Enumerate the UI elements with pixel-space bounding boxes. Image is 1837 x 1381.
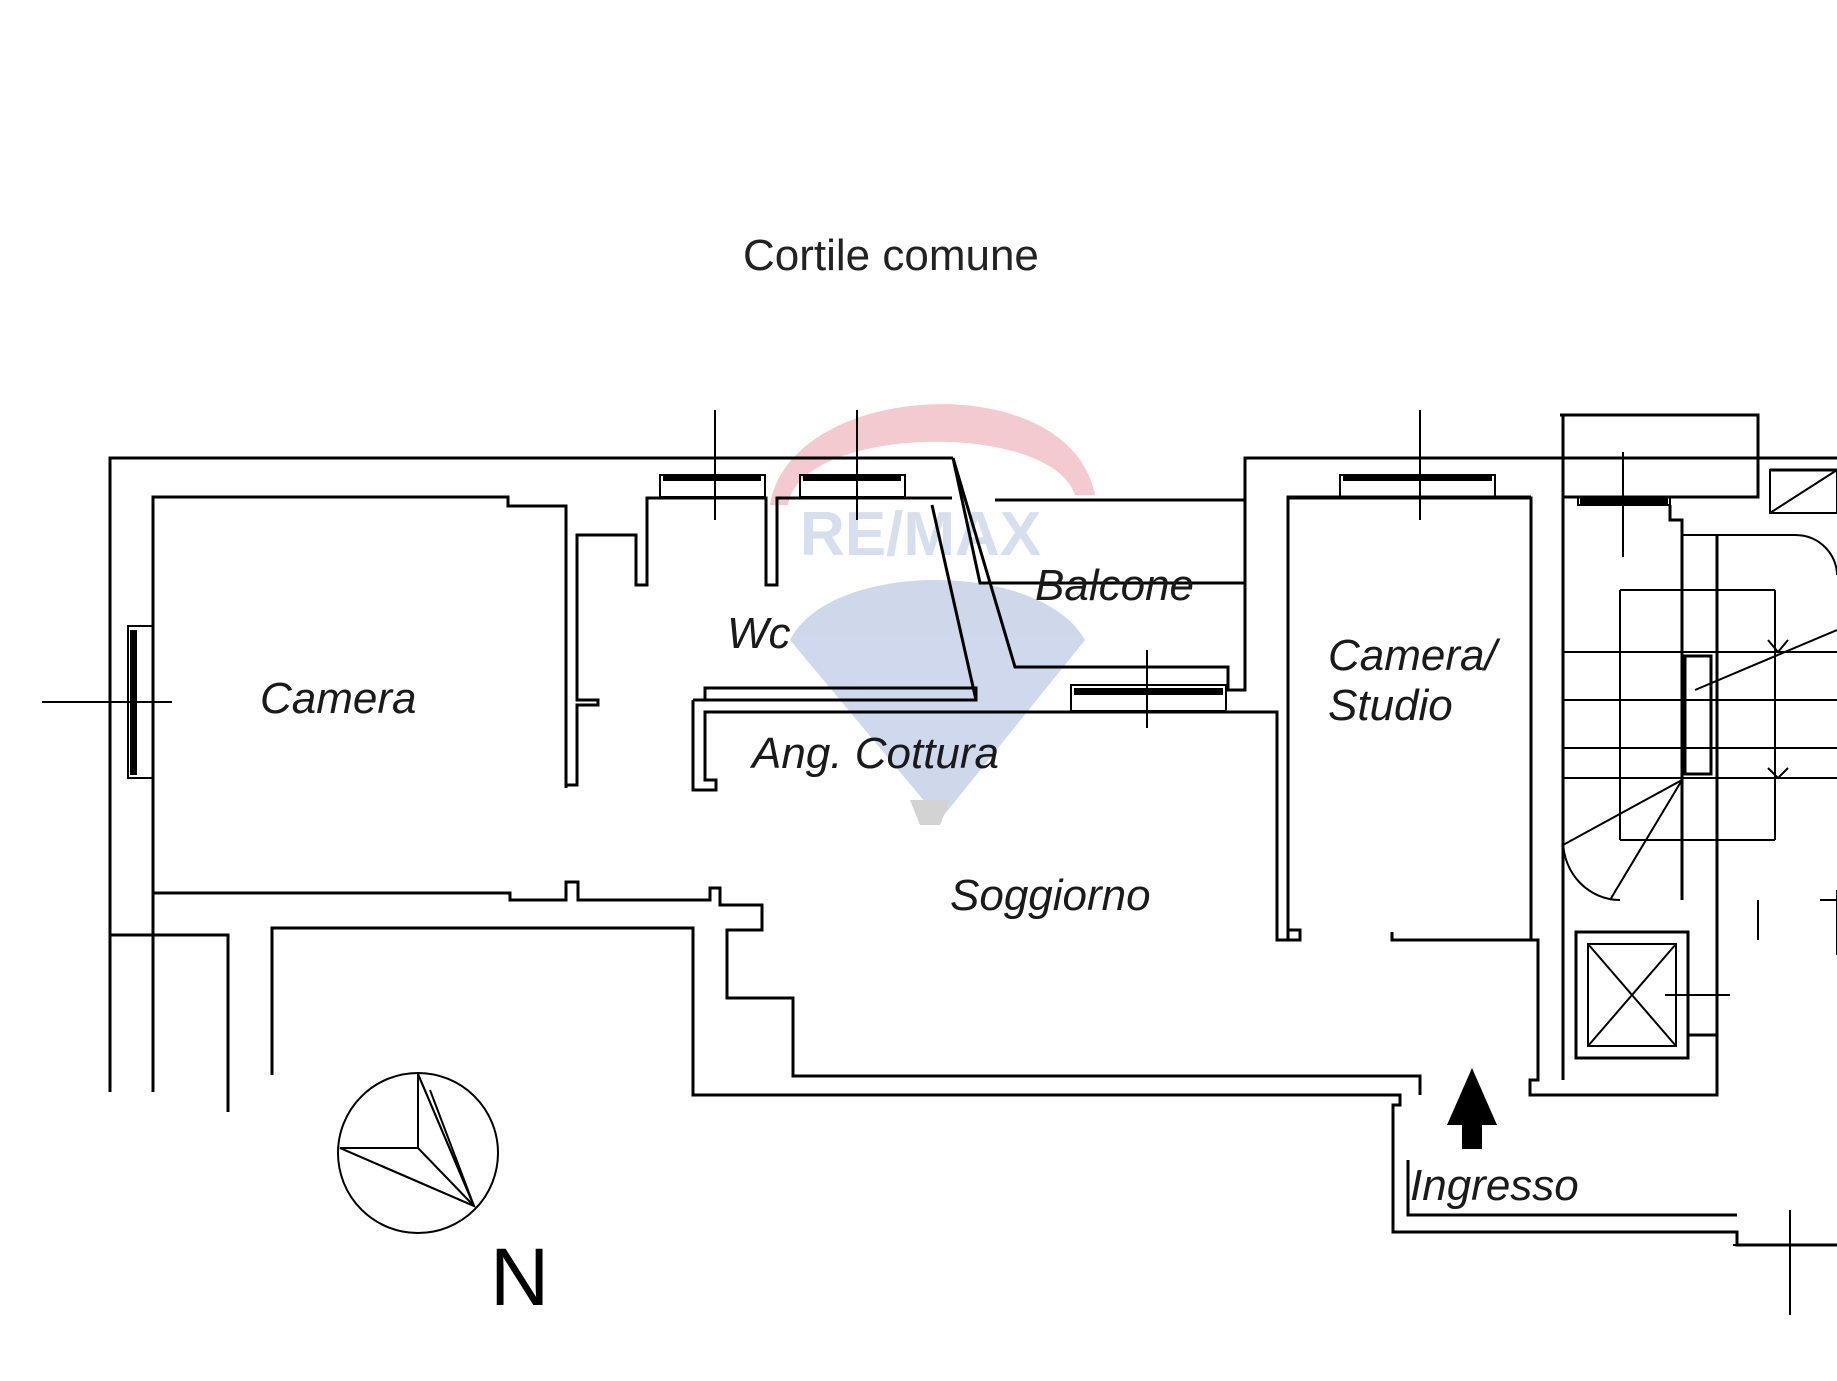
room-label-ang-cottura: Ang. Cottura (749, 729, 999, 778)
room-label-camera-studio-2: Studio (1328, 681, 1453, 730)
watermark-text: RE/MAX (800, 500, 1041, 569)
courtyard-label: Cortile comune (743, 231, 1039, 280)
entrance-arrow-icon (1447, 1068, 1497, 1149)
room-label-ingresso: Ingresso (1410, 1161, 1579, 1210)
room-label-camera-studio-1: Camera/ (1328, 631, 1500, 680)
compass-icon (337, 1072, 499, 1234)
room-label-wc: Wc (727, 609, 791, 658)
staircase (1562, 534, 1837, 955)
walls (42, 410, 1837, 1247)
north-label: N (490, 1232, 549, 1323)
elevator-icon (1574, 930, 1730, 1095)
room-label-balcone: Balcone (1035, 561, 1194, 610)
room-label-soggiorno: Soggiorno (950, 871, 1151, 920)
room-label-camera: Camera (260, 674, 417, 723)
